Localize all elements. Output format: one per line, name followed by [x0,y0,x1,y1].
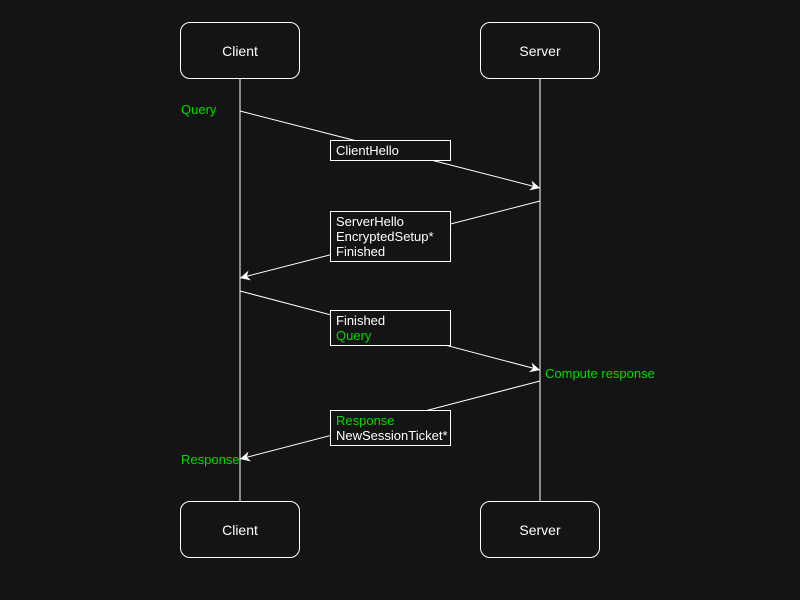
message-box-response-ticket: Response NewSessionTicket* [330,410,451,446]
actor-client-bottom-label: Client [222,521,258,538]
annotation-query: Query [181,102,217,117]
message-text: Finished [336,244,386,259]
annotation-response: Response [181,452,240,467]
annotation-compute-response: Compute response [545,366,655,381]
message-text: ClientHello [336,143,399,158]
message-box-serverhello: ServerHello EncryptedSetup* Finished [330,211,451,262]
message-text: Query [336,328,372,343]
message-text: EncryptedSetup* [336,229,434,244]
message-text: ServerHello [336,214,404,229]
actor-server-top-label: Server [519,42,561,59]
actor-server-bottom: Server [480,501,600,558]
message-box-finished-query: Finished Query [330,310,451,346]
message-text: Finished [336,313,386,328]
actor-client-bottom: Client [180,501,300,558]
actor-server-top: Server [480,22,600,79]
actor-server-bottom-label: Server [519,521,561,538]
message-text: NewSessionTicket* [336,428,448,443]
actor-client-top: Client [180,22,300,79]
message-box-clienthello: ClientHello [330,140,451,161]
message-text: Response [336,413,395,428]
actor-client-top-label: Client [222,42,258,59]
